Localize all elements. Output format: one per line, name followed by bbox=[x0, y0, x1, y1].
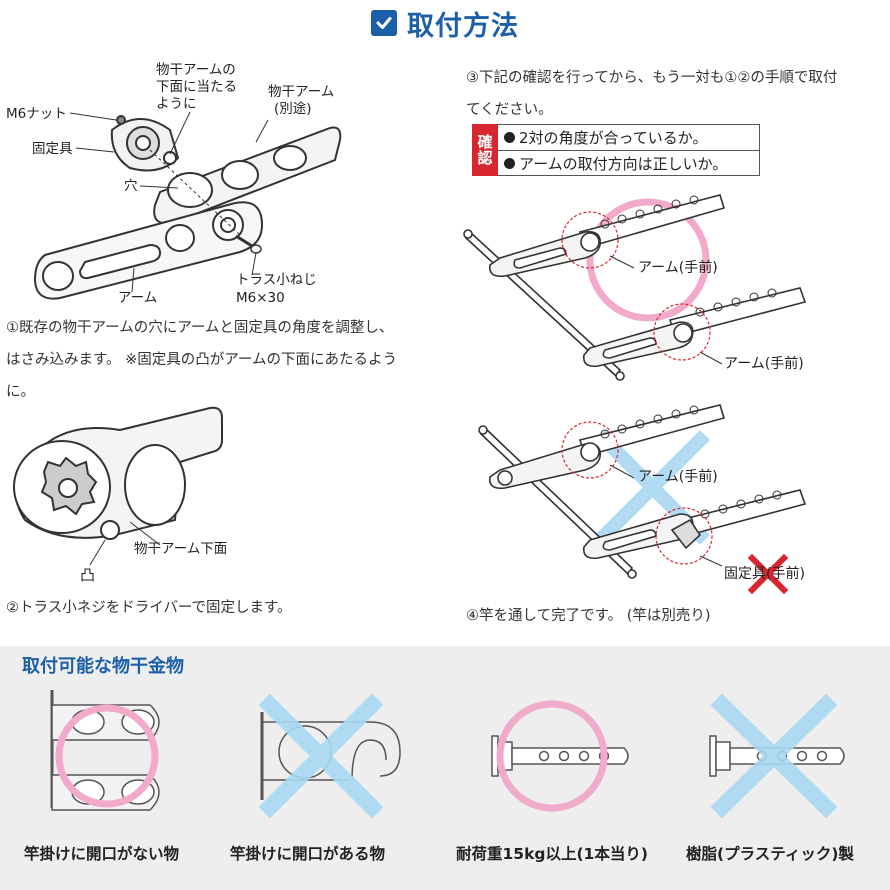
step1-text-3: に。 bbox=[6, 384, 35, 400]
good-label-arm-front-1: アーム(手前) bbox=[638, 260, 718, 276]
step3-text-2: てください。 bbox=[466, 102, 553, 118]
label-lower-face-3: ように bbox=[156, 96, 197, 112]
step1-text-2: はさみ込みます。 ※固定具の凸がアームの下面にあたるよう bbox=[6, 352, 398, 368]
caption-with-opening: 竿掛けに開口がある物 bbox=[230, 845, 386, 863]
bad-label-arm-front: アーム(手前) bbox=[638, 469, 718, 485]
label-screw-1: トラス小ねじ bbox=[236, 272, 317, 288]
page-header: 取付方法 bbox=[0, 0, 890, 46]
confirm-box: 確 認 2対の角度が合っているか。 アームの取付方向は正しいか。 bbox=[472, 124, 760, 176]
label-screw-2: M6×30 bbox=[236, 290, 285, 306]
label-arm: アーム bbox=[118, 290, 158, 306]
step3-text-1: ③下記の確認を行ってから、もう一対も①②の手順で取付 bbox=[466, 70, 838, 86]
confirm-row-direction: アームの取付方向は正しいか。 bbox=[498, 150, 759, 175]
step2-text: ②トラス小ネジをドライバーで固定します。 bbox=[6, 600, 292, 616]
label-arm-separate-1: 物干アーム bbox=[268, 84, 335, 100]
page-title: 取付方法 bbox=[407, 10, 519, 42]
good-label-arm-front-2: アーム(手前) bbox=[724, 356, 804, 372]
caption-plastic: 樹脂(プラスティック)製 bbox=[686, 845, 854, 863]
bullet-icon bbox=[504, 157, 515, 169]
compatible-title: 取付可能な物干金物 bbox=[22, 656, 184, 677]
bad-cross-icon bbox=[747, 553, 789, 595]
compatible-section bbox=[0, 646, 890, 890]
label-m6-nut: M6ナット bbox=[6, 106, 67, 122]
label-arm-separate-2: (別途) bbox=[274, 101, 312, 117]
caption-no-opening: 竿掛けに開口がない物 bbox=[24, 845, 180, 863]
bullet-icon bbox=[504, 132, 515, 143]
caption-load-capacity: 耐荷重15kg以上(1本当り) bbox=[456, 845, 648, 863]
label-convex: 凸 bbox=[80, 566, 96, 584]
confirm-tag: 確 認 bbox=[472, 124, 498, 176]
label-hole: 穴 bbox=[124, 178, 138, 194]
confirm-row-angle: 2対の角度が合っているか。 bbox=[498, 125, 759, 150]
step1-text-1: ①既存の物干アームの穴にアームと固定具の角度を調整し、 bbox=[6, 320, 394, 336]
label-lower-face-2: 下面に当たる bbox=[156, 79, 237, 95]
label-lower-face-1: 物干アームの bbox=[156, 62, 236, 78]
step4-text: ④竿を通して完了です。 (竿は別売り) bbox=[466, 608, 711, 624]
check-box-icon bbox=[371, 10, 397, 36]
bad-label-fixture-front: 固定具(手前) bbox=[724, 566, 805, 582]
label-arm-underside: 物干アーム下面 bbox=[134, 541, 228, 557]
label-fixture: 固定具 bbox=[32, 141, 73, 157]
